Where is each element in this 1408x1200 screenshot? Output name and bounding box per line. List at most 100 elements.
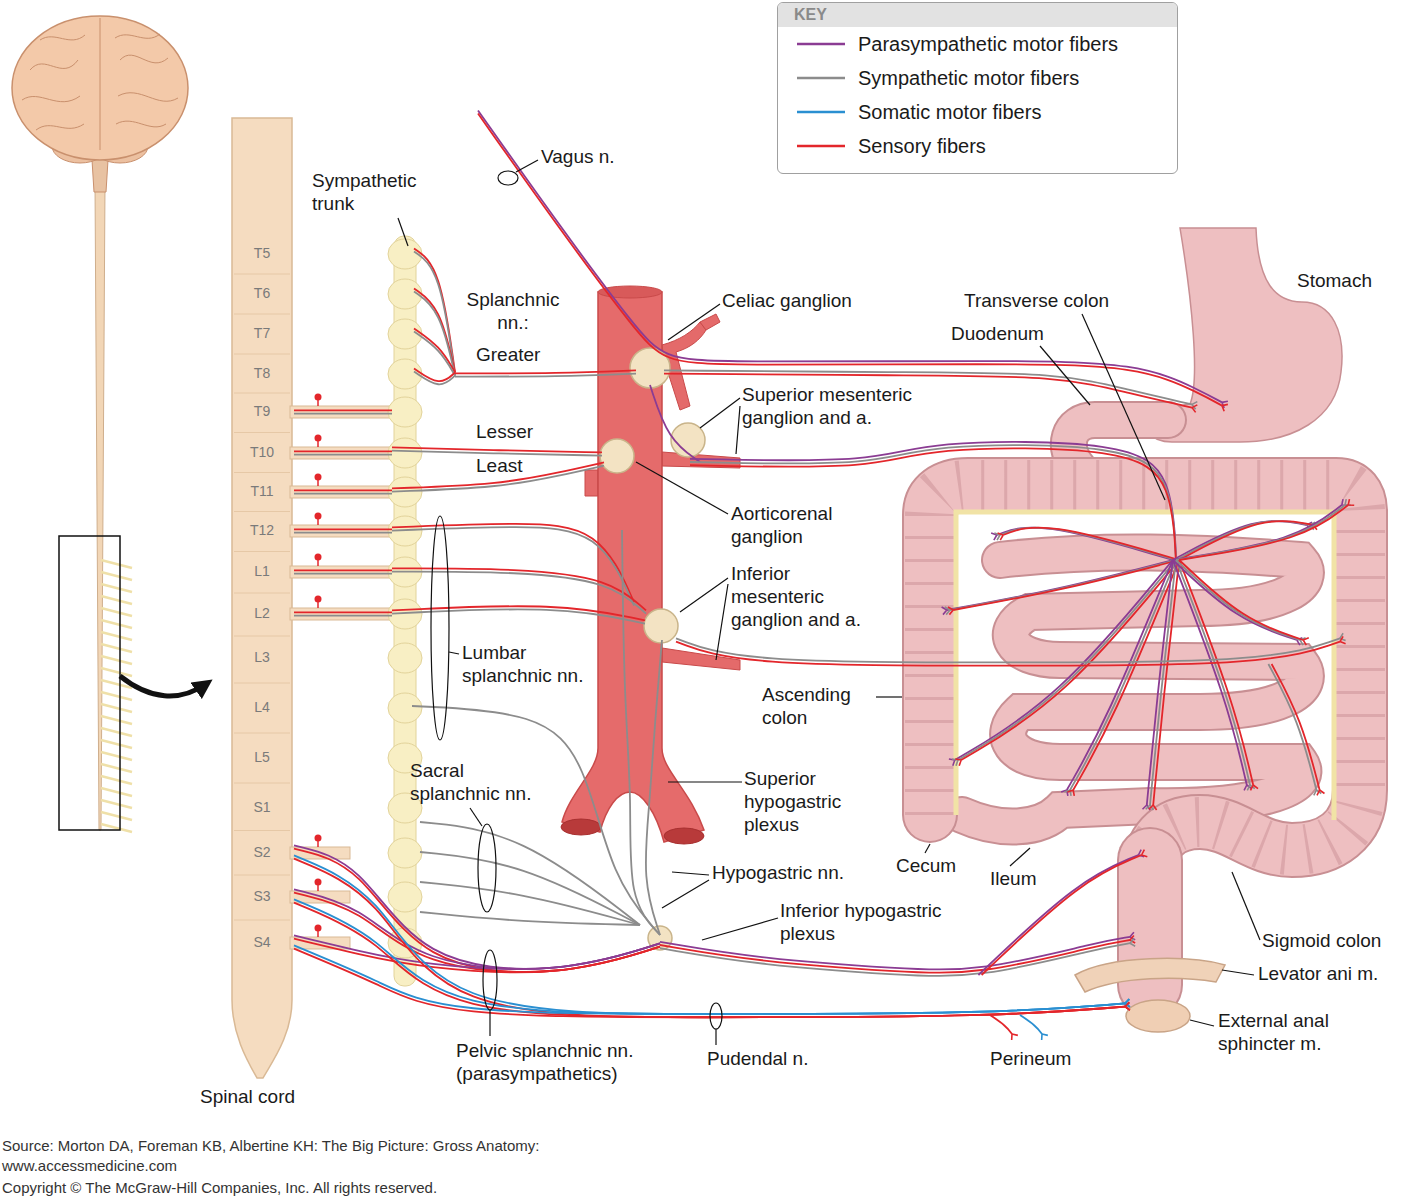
nerve-fiber <box>294 489 392 491</box>
nerve-fiber <box>414 292 455 376</box>
nerve-fiber <box>1125 1002 1130 1010</box>
legend-text: Somatic motor fibers <box>858 101 1041 124</box>
spinal-cord <box>232 118 292 1078</box>
nerve-fiber <box>1268 664 1316 790</box>
sympathetic-trunk <box>388 838 422 868</box>
digestive-organs <box>962 552 1306 826</box>
nerve-label: Sacral splanchnic nn. <box>410 760 540 806</box>
segment-label: T9 <box>242 403 282 420</box>
nerve-fiber <box>420 912 640 925</box>
nerve-fiber <box>1067 560 1173 790</box>
nerve-fiber <box>1153 560 1179 805</box>
spinal-cord <box>234 551 290 552</box>
sympathetic-trunk <box>315 835 322 842</box>
nerve-fiber <box>1142 850 1148 857</box>
ganglion <box>600 348 705 950</box>
nerve-fiber <box>392 524 634 603</box>
nerve-fiber <box>1222 404 1228 411</box>
leader-line <box>1010 848 1030 866</box>
leader-line <box>483 950 497 1010</box>
spinal-cord <box>234 830 290 831</box>
nerve-fiber <box>1250 785 1258 790</box>
sympathetic-trunk <box>315 554 322 561</box>
nerve-fiber <box>392 527 634 606</box>
brain-figure <box>101 560 132 568</box>
spinal-cord <box>234 393 290 394</box>
nerve-fiber <box>294 493 392 495</box>
nerve-fiber <box>414 372 455 385</box>
leader-line <box>702 918 778 940</box>
spinal-cord <box>234 783 290 784</box>
nerve-fiber <box>294 615 392 617</box>
nerve-fiber <box>1149 805 1157 810</box>
spinal-cord <box>232 118 292 1078</box>
legend-heading: KEY <box>778 3 1177 27</box>
nerve-label: Lumbar splanchnic nn. <box>462 642 602 688</box>
nerve-fiber <box>997 528 1173 560</box>
muscle-label: External anal sphincter m. <box>1218 1010 1368 1056</box>
nerve-fiber <box>294 532 392 534</box>
leader-line <box>1222 970 1254 975</box>
plexus-label: Superior hypogastric plexus <box>744 768 856 836</box>
legend-box: KEY Parasympathetic motor fibersSympathet… <box>777 2 1178 174</box>
nerve-fiber <box>958 560 1176 760</box>
brain-figure <box>22 34 178 130</box>
nerve-fiber <box>948 607 953 615</box>
nerve-fiber <box>420 852 640 925</box>
nerve-fiber <box>392 572 646 614</box>
structure-label: Spinal cord <box>200 1086 295 1109</box>
muscle-label: Levator ani m. <box>1258 963 1378 986</box>
leader-line <box>398 218 408 246</box>
nerve-fiber <box>1179 505 1348 560</box>
nerve-label: Least <box>476 455 522 478</box>
ganglion <box>630 348 670 388</box>
aorta <box>664 828 704 844</box>
nerve-fiber <box>1340 636 1346 643</box>
leader-line <box>925 844 930 853</box>
segment-label: T6 <box>242 285 282 302</box>
nerve-fiber <box>294 570 392 572</box>
segment-label: T8 <box>242 365 282 382</box>
nerve-fiber <box>294 903 1125 1018</box>
legend-text: Parasympathetic motor fibers <box>858 33 1118 56</box>
nerve-fiber <box>1272 664 1320 790</box>
nerve-fiber <box>953 560 1179 610</box>
brain-figure <box>101 596 132 604</box>
nerve-fiber <box>1147 560 1173 805</box>
sympathetic-trunk <box>315 394 322 401</box>
nerve-fiber <box>1176 560 1300 640</box>
legend-row: Sympathetic motor fibers <box>778 61 1177 95</box>
aorta <box>561 819 601 835</box>
nerve-fiber <box>646 640 662 935</box>
ganglion <box>600 439 634 473</box>
nerve-fiber <box>294 409 392 411</box>
nerve-fiber <box>420 882 640 925</box>
legend-line-sample <box>796 74 846 82</box>
sympathetic-trunk <box>315 513 322 520</box>
digestive-organs <box>1075 958 1225 992</box>
nerve-fiber <box>1000 528 1176 560</box>
leader-line <box>489 1010 490 1036</box>
leader-line <box>700 398 740 454</box>
digestive-organs <box>962 552 1306 826</box>
nerve-fiber <box>1179 560 1303 640</box>
organ-label: Duodenum <box>951 323 1044 346</box>
segment-label: T12 <box>242 522 282 539</box>
spinal-cord <box>234 920 290 921</box>
nerve-fiber <box>1173 505 1342 560</box>
brain-figure <box>101 692 132 700</box>
spinal-cord <box>234 733 290 734</box>
spinal-cord <box>234 354 290 355</box>
leader-line <box>710 1003 722 1029</box>
nerve-fiber <box>294 573 392 575</box>
nerve-fiber <box>414 332 455 376</box>
nerve-fiber <box>294 899 1125 1014</box>
brain-figure <box>101 776 132 784</box>
segment-label: S3 <box>242 888 282 905</box>
sympathetic-trunk <box>290 486 390 498</box>
legend-row: Sensory fibers <box>778 129 1177 163</box>
segment-label: T11 <box>242 483 282 500</box>
sympathetic-trunk <box>388 693 422 723</box>
sympathetic-trunk <box>388 438 422 468</box>
legend-text: Sympathetic motor fibers <box>858 67 1079 90</box>
